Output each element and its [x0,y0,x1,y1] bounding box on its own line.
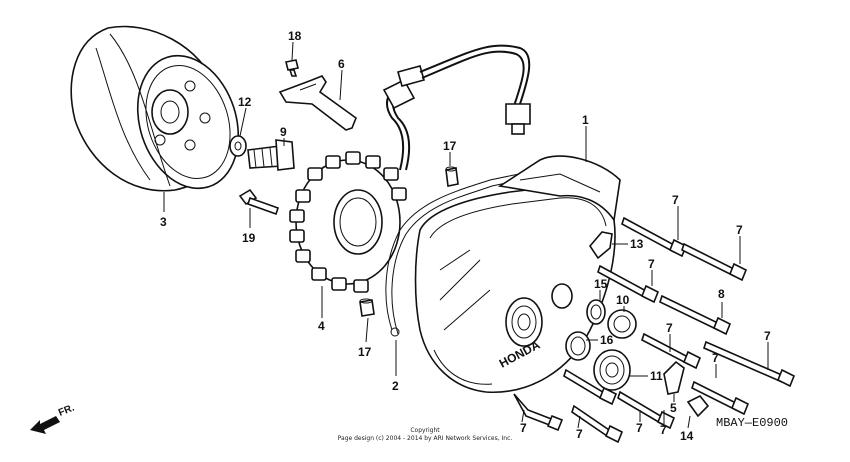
callout-8[interactable]: 8 [718,287,725,301]
callout-18[interactable]: 18 [288,29,302,43]
front-direction-indicator: FR. [30,402,76,434]
callout-7-i[interactable]: 7 [636,421,643,435]
callout-7-g[interactable]: 7 [520,421,527,435]
callout-4[interactable]: 4 [318,319,325,333]
o-ring-15[interactable] [586,299,606,325]
copyright-line-2: Page design (c) 2004 - 2014 by ARI Netwo… [338,435,513,442]
callout-1[interactable]: 1 [582,113,589,127]
o-ring-16[interactable] [565,331,591,361]
wire-clamp[interactable] [278,75,357,131]
callout-7-f[interactable]: 7 [764,329,771,343]
callout-7-e[interactable]: 7 [712,351,719,365]
leader-lines [163,41,769,429]
copyright-line-1: Copyright [410,427,440,434]
callout-10[interactable]: 10 [616,293,630,307]
callout-15[interactable]: 15 [594,277,608,291]
front-label: FR. [57,402,76,418]
cover-bracket[interactable] [588,231,613,260]
callout-2[interactable]: 2 [392,379,399,393]
dowel-pin-lower[interactable] [359,298,375,317]
callout-17b[interactable]: 17 [358,345,372,359]
callout-7-a[interactable]: 7 [672,193,679,207]
dowel-pin-upper[interactable] [445,166,459,187]
callout-9[interactable]: 9 [280,125,287,139]
bolt-18[interactable] [285,59,299,77]
diagram-code: MBAY—E0900 [716,416,788,430]
callout-5[interactable]: 5 [670,401,677,415]
callout-labels: 18 6 12 9 3 19 4 17 17 1 2 13 15 10 16 1… [160,29,771,443]
callout-7-j[interactable]: 7 [660,423,667,437]
callout-16[interactable]: 16 [600,333,614,347]
callout-17a[interactable]: 17 [443,139,457,153]
grommet-14[interactable] [686,394,710,418]
front-arrow-icon [30,416,60,434]
washer[interactable] [229,135,247,157]
bolt-19[interactable] [238,188,280,216]
callout-7-c[interactable]: 7 [648,257,655,271]
stator[interactable] [289,151,407,293]
callout-7-b[interactable]: 7 [736,223,743,237]
callout-19[interactable]: 19 [242,231,256,245]
flywheel-rotor[interactable] [70,25,254,202]
callout-13[interactable]: 13 [630,237,644,251]
callout-12[interactable]: 12 [238,95,252,109]
flange-bolt[interactable] [247,139,295,171]
wire-harness[interactable] [382,44,531,171]
callout-6[interactable]: 6 [338,57,345,71]
cover-bolts[interactable] [513,216,796,444]
callout-7-h[interactable]: 7 [576,427,583,441]
clamp-5[interactable] [663,360,685,395]
callout-11[interactable]: 11 [650,369,663,383]
callout-7-d[interactable]: 7 [666,321,673,335]
crankcase-cover[interactable]: HONDA [414,155,621,393]
timing-cap-10[interactable] [607,309,637,339]
hole-cap-11[interactable] [593,349,631,391]
callout-14[interactable]: 14 [680,429,694,443]
callout-3[interactable]: 3 [160,215,167,229]
